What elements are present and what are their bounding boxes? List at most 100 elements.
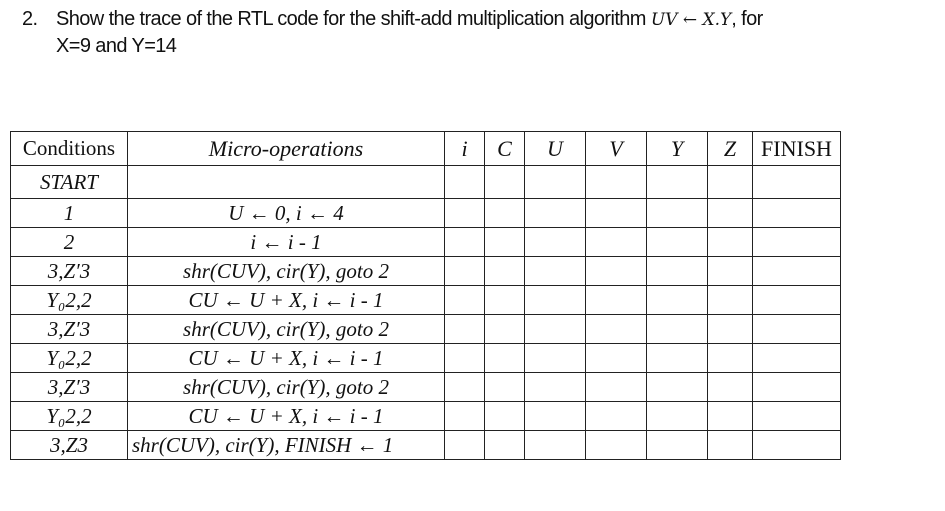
- header-micro-operations: Micro-operations: [127, 131, 445, 166]
- question-text: 2.Show the trace of the RTL code for the…: [22, 6, 932, 59]
- register-value-cell[interactable]: [752, 198, 841, 228]
- register-value-cell[interactable]: [484, 401, 525, 431]
- register-value-cell[interactable]: [524, 372, 586, 402]
- register-value-cell[interactable]: [585, 314, 647, 344]
- micro-operation-cell: shr(CUV), cir(Y), goto 2: [127, 372, 445, 402]
- register-value-cell[interactable]: [752, 165, 841, 199]
- register-value-cell[interactable]: [752, 227, 841, 257]
- register-value-cell[interactable]: [707, 314, 753, 344]
- condition-cell: Y₀2,2: [10, 343, 128, 373]
- register-value-cell[interactable]: [752, 343, 841, 373]
- register-value-cell[interactable]: [707, 372, 753, 402]
- register-value-cell[interactable]: [524, 165, 586, 199]
- question-values: X=9 and Y=14: [56, 35, 177, 57]
- register-value-cell[interactable]: [524, 401, 586, 431]
- register-value-cell[interactable]: [484, 227, 525, 257]
- register-value-cell[interactable]: [585, 430, 647, 460]
- register-value-cell[interactable]: [707, 285, 753, 315]
- register-value-cell[interactable]: [646, 372, 708, 402]
- question-line-2: X=9 and Y=14: [22, 33, 932, 59]
- register-value-cell[interactable]: [646, 256, 708, 286]
- micro-operation-cell: shr(CUV), cir(Y), goto 2: [127, 314, 445, 344]
- register-value-cell[interactable]: [444, 227, 485, 257]
- register-value-cell[interactable]: [752, 372, 841, 402]
- register-value-cell[interactable]: [707, 256, 753, 286]
- register-value-cell[interactable]: [707, 165, 753, 199]
- register-value-cell[interactable]: [524, 256, 586, 286]
- micro-operation-cell: CU ← U + X, i ← i - 1: [127, 285, 445, 315]
- register-value-cell[interactable]: [585, 165, 647, 199]
- register-value-cell[interactable]: [707, 430, 753, 460]
- condition-cell: 3,Z3: [10, 430, 128, 460]
- register-value-cell[interactable]: [484, 198, 525, 228]
- trace-table: Conditions Micro-operations i C U V Y Z …: [10, 131, 841, 460]
- register-value-cell[interactable]: [707, 401, 753, 431]
- register-value-cell[interactable]: [707, 343, 753, 373]
- register-value-cell[interactable]: [484, 372, 525, 402]
- register-value-cell[interactable]: [646, 314, 708, 344]
- register-value-cell[interactable]: [444, 256, 485, 286]
- register-value-cell[interactable]: [585, 198, 647, 228]
- register-value-cell[interactable]: [484, 256, 525, 286]
- condition-cell: 3,Z′3: [10, 256, 128, 286]
- register-value-cell[interactable]: [484, 165, 525, 199]
- header-register: U: [524, 131, 586, 166]
- register-value-cell[interactable]: [585, 285, 647, 315]
- condition-cell: Y₀2,2: [10, 401, 128, 431]
- register-value-cell[interactable]: [707, 198, 753, 228]
- register-value-cell[interactable]: [444, 314, 485, 344]
- register-value-cell[interactable]: [646, 401, 708, 431]
- question-suffix: , for: [731, 8, 763, 30]
- register-value-cell[interactable]: [444, 401, 485, 431]
- register-value-cell[interactable]: [484, 430, 525, 460]
- register-value-cell[interactable]: [752, 314, 841, 344]
- micro-operation-cell: shr(CUV), cir(Y), FINISH ← 1: [127, 430, 445, 460]
- register-value-cell[interactable]: [444, 285, 485, 315]
- register-value-cell[interactable]: [524, 285, 586, 315]
- register-value-cell[interactable]: [484, 343, 525, 373]
- register-value-cell[interactable]: [752, 430, 841, 460]
- register-value-cell[interactable]: [444, 198, 485, 228]
- register-value-cell[interactable]: [707, 227, 753, 257]
- header-conditions: Conditions: [10, 131, 128, 166]
- condition-cell: 3,Z′3: [10, 372, 128, 402]
- register-value-cell[interactable]: [752, 285, 841, 315]
- register-value-cell[interactable]: [752, 401, 841, 431]
- register-value-cell[interactable]: [524, 430, 586, 460]
- register-value-cell[interactable]: [524, 198, 586, 228]
- register-value-cell[interactable]: [524, 314, 586, 344]
- register-value-cell[interactable]: [524, 343, 586, 373]
- register-value-cell[interactable]: [752, 256, 841, 286]
- register-value-cell[interactable]: [646, 165, 708, 199]
- condition-cell: 3,Z′3: [10, 314, 128, 344]
- micro-operation-cell: U ← 0, i ← 4: [127, 198, 445, 228]
- register-value-cell[interactable]: [585, 343, 647, 373]
- register-value-cell[interactable]: [444, 372, 485, 402]
- register-value-cell[interactable]: [484, 314, 525, 344]
- register-value-cell[interactable]: [484, 285, 525, 315]
- register-value-cell[interactable]: [444, 343, 485, 373]
- condition-cell: 1: [10, 198, 128, 228]
- header-row: Conditions Micro-operations i C U V Y Z …: [10, 131, 841, 166]
- register-value-cell[interactable]: [585, 227, 647, 257]
- register-value-cell[interactable]: [444, 430, 485, 460]
- register-value-cell[interactable]: [585, 372, 647, 402]
- register-value-cell[interactable]: [646, 285, 708, 315]
- register-value-cell[interactable]: [585, 401, 647, 431]
- register-value-cell[interactable]: [585, 256, 647, 286]
- register-value-cell[interactable]: [646, 227, 708, 257]
- register-value-cell[interactable]: [444, 165, 485, 199]
- register-value-cell[interactable]: [646, 430, 708, 460]
- question-formula: UV ← X.Y: [650, 10, 732, 30]
- register-value-cell[interactable]: [646, 198, 708, 228]
- table-row: START: [10, 165, 841, 199]
- micro-operation-cell: shr(CUV), cir(Y), goto 2: [127, 256, 445, 286]
- register-value-cell[interactable]: [524, 227, 586, 257]
- register-value-cell[interactable]: [646, 343, 708, 373]
